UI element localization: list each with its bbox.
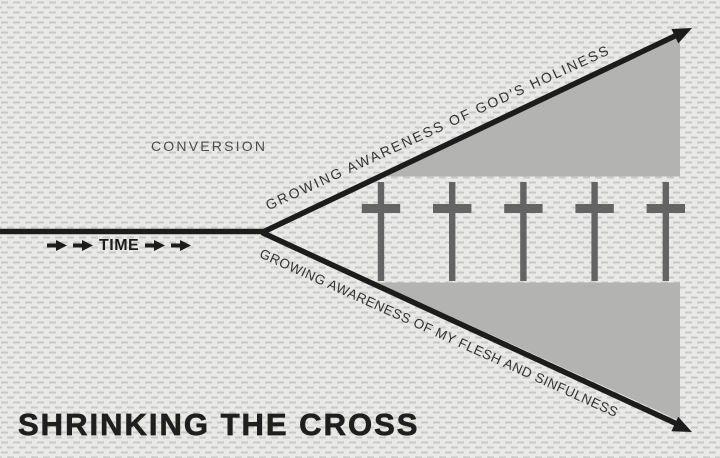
upper-arrow-line [260, 33, 678, 235]
cross-icon [646, 182, 685, 281]
cross-icon [504, 182, 543, 281]
page-title: SHRINKING THE CROSS [18, 407, 420, 443]
time-arrow-icon [47, 240, 67, 251]
upper-arrowhead-icon [671, 28, 692, 44]
cross-icon [361, 182, 401, 281]
time-label: TIME [99, 237, 140, 254]
lower-arrow-line [260, 230, 678, 426]
lower-wedge [377, 282, 680, 421]
time-arrow-icon [145, 240, 166, 251]
lower-arrowhead-icon [671, 416, 692, 432]
crosses-layer [361, 182, 685, 281]
cross-icon [433, 182, 472, 281]
time-arrow-icon [171, 240, 192, 251]
conversion-label: CONVERSION [151, 138, 268, 154]
cross-icon [575, 182, 614, 281]
time-arrow-icon [73, 240, 93, 251]
time-label-group: TIME [47, 237, 192, 254]
